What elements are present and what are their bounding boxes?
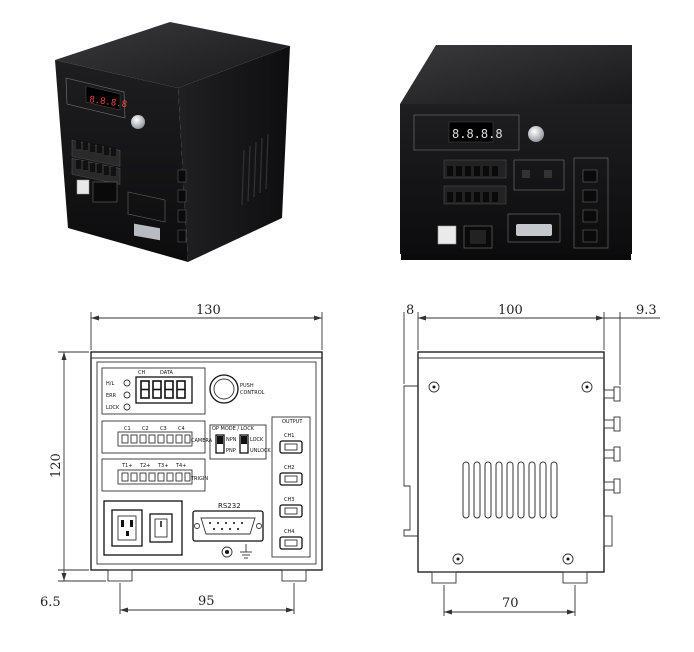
dim-side-depth: 100 <box>498 303 523 318</box>
data-label: DATA <box>160 370 173 376</box>
switch-unlock-label: UNLOCK <box>250 448 271 454</box>
led-column: H/L ERR LOCK <box>106 379 131 411</box>
dim-front-width: 130 <box>196 303 221 318</box>
camera-pin-4: C4 <box>178 426 185 432</box>
switch-npn-label: NPN <box>226 437 237 443</box>
dim-front-height: 120 <box>49 453 64 478</box>
front-view-drawing: 130 120 6.5 95 CH DATA H/L ERR LOCK <box>40 303 323 614</box>
product-photo-front: 8.8.8.8 <box>400 45 632 260</box>
trig-pin-4: T4+ <box>175 463 186 469</box>
trigin-label: TRIGIN <box>190 476 208 482</box>
camera-pin-1: C1 <box>124 426 131 432</box>
output-ch1: CH1 <box>279 433 303 454</box>
camera-label: CAMERA <box>191 438 213 444</box>
output-ch3: CH3 <box>279 497 303 518</box>
dim-front-foot: 6.5 <box>40 595 61 610</box>
control-label: CONTROL <box>240 390 265 396</box>
ch-label: CH <box>138 370 145 376</box>
product-photo-angled: 8.8.8.8 <box>55 22 290 262</box>
camera-pin-2: C2 <box>142 426 149 432</box>
dim-side-foot-span: 70 <box>502 596 519 611</box>
trig-pin-2: T2+ <box>139 463 150 469</box>
output-ch4: CH4 <box>279 529 303 550</box>
output-ch2-label: CH2 <box>284 465 294 471</box>
trig-pin-3: T3+ <box>157 463 168 469</box>
trig-pin-1: T1+ <box>121 463 132 469</box>
dim-side-connector: 9.3 <box>636 303 657 318</box>
dim-side-rear-offset: 8 <box>406 303 414 318</box>
camera-pin-3: C3 <box>160 426 167 432</box>
output-ch3-label: CH3 <box>284 497 294 503</box>
rs232-label: RS232 <box>218 502 241 510</box>
switch-lock-label: LOCK <box>250 437 264 443</box>
output-ch2: CH2 <box>279 465 303 486</box>
output-label: OUTPUT <box>282 419 303 425</box>
output-ch1-label: CH1 <box>284 433 294 439</box>
output-ch4-label: CH4 <box>284 529 294 535</box>
led-label-lock: LOCK <box>106 405 120 411</box>
side-view-drawing: 8 100 9.3 70 <box>403 303 660 616</box>
push-label: PUSH <box>240 383 254 389</box>
op-mode-label: OP MODE / LOCK <box>212 426 255 432</box>
switch-pnp-label: PNP <box>226 448 236 454</box>
display-digits-photo2: 8.8.8.8 <box>452 127 503 141</box>
led-label-hl: H/L <box>106 381 114 387</box>
dim-front-foot-span: 95 <box>198 594 215 609</box>
led-label-err: ERR <box>106 393 117 399</box>
